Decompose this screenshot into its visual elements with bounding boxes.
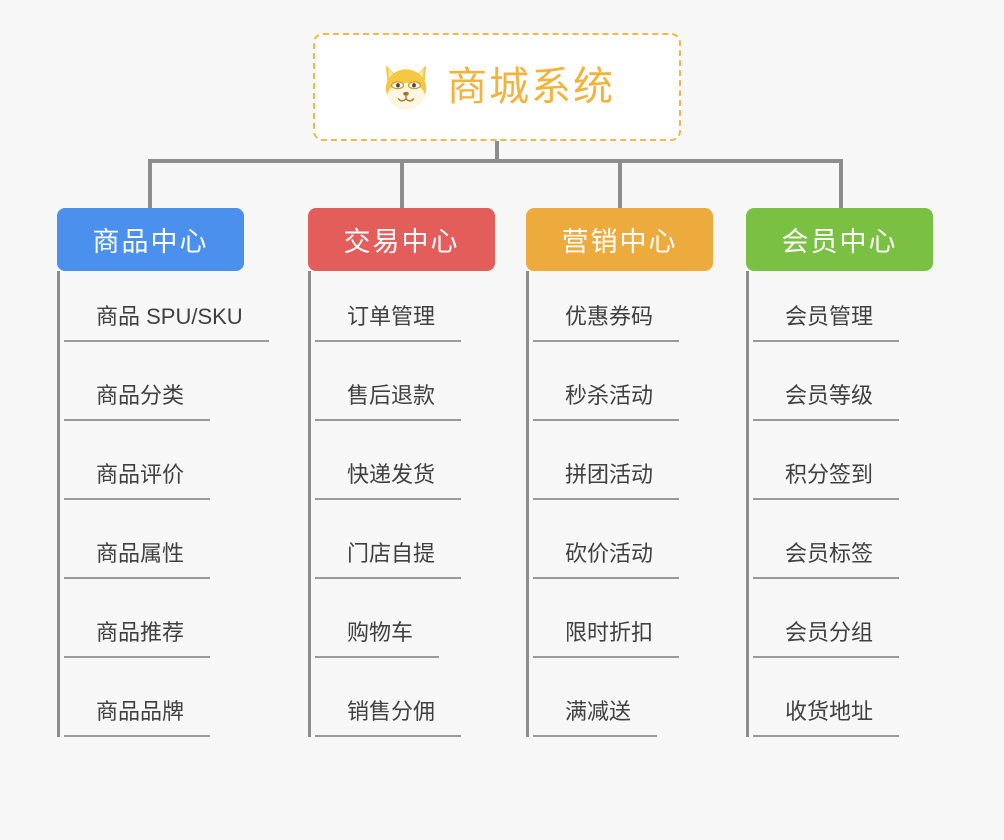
category-box-marketing-center[interactable]: 营销中心 — [526, 208, 713, 271]
connector-drop-product-center — [148, 159, 152, 209]
connector-drop-marketing-center — [618, 159, 622, 209]
leaf-item[interactable]: 满减送 — [533, 698, 658, 737]
column-member-center: 会员中心 会员管理 会员等级 积分签到 会员标签 会员分组 收货地址 — [746, 208, 966, 737]
leaf-item[interactable]: 销售分佣 — [315, 698, 462, 737]
category-label: 会员中心 — [781, 227, 898, 257]
root-title: 商城系统 — [447, 65, 615, 109]
leaf-item[interactable]: 收货地址 — [753, 698, 900, 737]
column-product-center: 商品中心 商品 SPU/SKU 商品分类 商品评价 商品属性 商品推荐 商品品牌 — [57, 208, 307, 737]
connector-root-stem — [495, 141, 499, 163]
leaf-item[interactable]: 订单管理 — [315, 303, 462, 342]
connector-drop-member-center — [839, 159, 843, 209]
leaf-item[interactable]: 售后退款 — [315, 382, 462, 421]
leaf-item[interactable]: 商品分类 — [64, 382, 211, 421]
leaf-item[interactable]: 限时折扣 — [533, 619, 680, 658]
leaf-item[interactable]: 秒杀活动 — [533, 382, 680, 421]
category-label: 交易中心 — [343, 227, 460, 257]
column-trade-center: 交易中心 订单管理 售后退款 快递发货 门店自提 购物车 销售分佣 — [308, 208, 528, 737]
leaf-list-marketing-center: 优惠券码 秒杀活动 拼团活动 砍价活动 限时折扣 满减送 — [526, 271, 746, 737]
connector-drop-trade-center — [400, 159, 404, 209]
leaf-item[interactable]: 会员管理 — [753, 303, 900, 342]
leaf-item[interactable]: 商品品牌 — [64, 698, 211, 737]
category-label: 营销中心 — [561, 227, 678, 257]
leaf-item[interactable]: 商品评价 — [64, 461, 211, 500]
category-box-trade-center[interactable]: 交易中心 — [308, 208, 495, 271]
leaf-list-product-center: 商品 SPU/SKU 商品分类 商品评价 商品属性 商品推荐 商品品牌 — [57, 271, 307, 737]
leaf-item[interactable]: 积分签到 — [753, 461, 900, 500]
category-box-member-center[interactable]: 会员中心 — [746, 208, 933, 271]
category-label: 商品中心 — [92, 227, 209, 257]
leaf-item[interactable]: 会员标签 — [753, 540, 900, 579]
leaf-list-trade-center: 订单管理 售后退款 快递发货 门店自提 购物车 销售分佣 — [308, 271, 528, 737]
connector-horizontal-bus — [148, 159, 843, 163]
category-box-product-center[interactable]: 商品中心 — [57, 208, 244, 271]
leaf-item[interactable]: 会员等级 — [753, 382, 900, 421]
leaf-item[interactable]: 商品属性 — [64, 540, 211, 579]
leaf-item[interactable]: 快递发货 — [315, 461, 462, 500]
leaf-item[interactable]: 优惠券码 — [533, 303, 680, 342]
leaf-item[interactable]: 拼团活动 — [533, 461, 680, 500]
column-marketing-center: 营销中心 优惠券码 秒杀活动 拼团活动 砍价活动 限时折扣 满减送 — [526, 208, 746, 737]
leaf-list-member-center: 会员管理 会员等级 积分签到 会员标签 会员分组 收货地址 — [746, 271, 966, 737]
leaf-item[interactable]: 商品 SPU/SKU — [64, 303, 269, 342]
leaf-item[interactable]: 砍价活动 — [533, 540, 680, 579]
leaf-item[interactable]: 购物车 — [315, 619, 440, 658]
root-node[interactable]: 商城系统 — [313, 33, 681, 141]
leaf-item[interactable]: 会员分组 — [753, 619, 900, 658]
leaf-item[interactable]: 门店自提 — [315, 540, 462, 579]
leaf-item[interactable]: 商品推荐 — [64, 619, 211, 658]
shiba-dog-face-icon — [385, 65, 427, 110]
